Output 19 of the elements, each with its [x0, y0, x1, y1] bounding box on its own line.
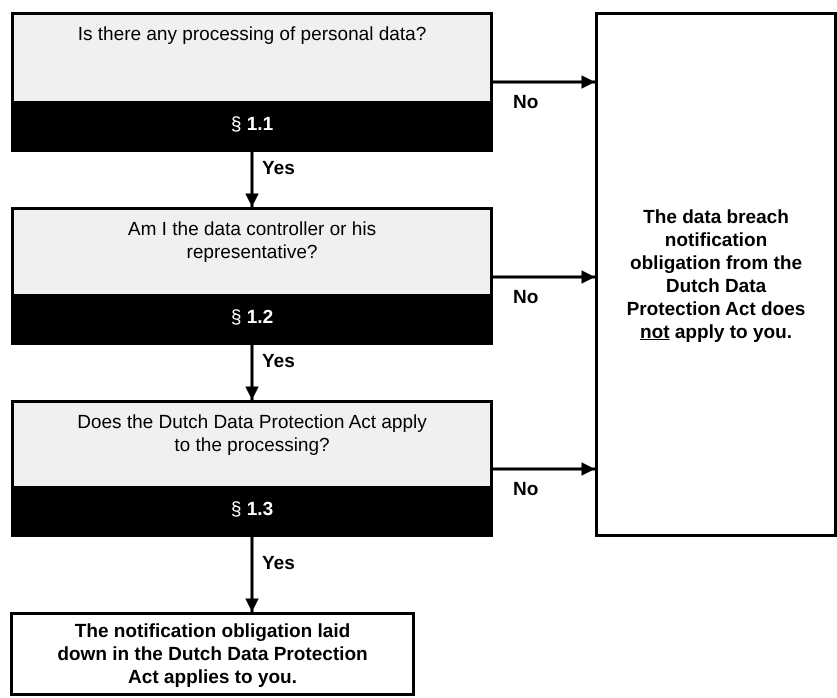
section-reference: § 1.3 — [230, 498, 274, 522]
question-text: Does the Dutch Data Protection Act apply to the processing? — [77, 412, 427, 456]
section-reference: § 1.1 — [230, 112, 274, 137]
outcome-text: The data breach notification obligation from the Dutch Data Protection Act does not apply to you. — [626, 206, 806, 344]
outcome-box — [595, 12, 837, 537]
question-box — [11, 12, 493, 152]
outcome-text: The notification obligation laid down in the Dutch Data Protection Act applies to you. — [56, 620, 369, 688]
arrow — [245, 537, 259, 612]
arrow — [493, 75, 595, 89]
result-box — [10, 612, 415, 696]
section-reference: § 1.2 — [230, 306, 274, 330]
question-text: Am I the data controller or his representative? — [128, 219, 376, 263]
arrow — [245, 152, 259, 207]
arrow — [493, 462, 595, 476]
question-box — [11, 400, 493, 537]
question-text: Is there any processing of personal data? — [78, 24, 426, 45]
question-box — [11, 207, 493, 345]
arrow — [493, 270, 595, 284]
arrow — [245, 345, 259, 400]
